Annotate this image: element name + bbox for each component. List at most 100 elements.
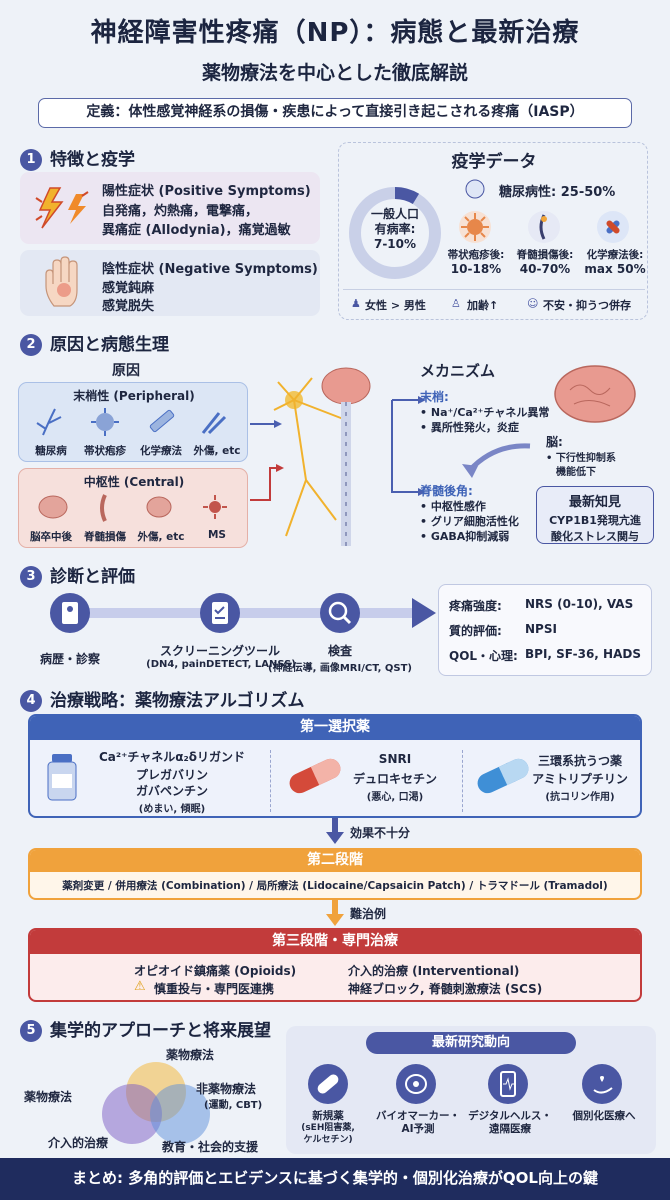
bottle-icon	[47, 754, 77, 801]
mech-peripheral-title: 末梢:	[420, 390, 449, 404]
central-title: 中枢性 (Central)	[83, 475, 185, 489]
nerve-icon	[36, 408, 62, 436]
interventional-title: 介入的治療 (Interventional)	[348, 964, 520, 978]
causes-title: 原因	[112, 363, 140, 379]
diagnosis-step-screening-sub: (DN4, painDETECT, LANSS)	[146, 659, 296, 670]
arrow-label-insufficient: 効果不十分	[350, 826, 411, 840]
injury-icon	[201, 412, 227, 435]
peripheral-icons	[36, 408, 227, 436]
lightning-icon	[35, 187, 89, 229]
second-line-title: 第二段階	[30, 850, 640, 872]
latest-findings-box: 最新知見 CYP1B1発現亢進 酸化ストレス関与	[536, 486, 654, 544]
epidemiology-panel: 疫学データ 一般人口 有病率: 7-10% 糖尿病性: 25-50% 帯状疱疹後…	[338, 142, 648, 320]
diagnosis-step-history: 病歴・診察	[39, 652, 100, 666]
negative-line-1: 感覚鈍麻	[102, 281, 155, 296]
mechanism-title: メカニズム	[420, 362, 496, 380]
research-item: 個別化医療へ	[572, 1110, 636, 1122]
peripheral-item: 外傷, etc	[193, 445, 241, 457]
mech-dorsal-line: • グリア細胞活性化	[420, 515, 519, 528]
negative-symptoms-card: 陰性症状 (Negative Symptoms) 感覚鈍麻 感覚脱失	[20, 250, 320, 316]
prevalence-donut	[349, 187, 441, 279]
interventional-detail: 神経ブロック, 脊髄刺激療法 (SCS)	[348, 982, 543, 996]
venn-label-bottom-left: 介入的治療	[48, 1136, 109, 1150]
research-panel: 最新研究動向 新規薬(sEH阻害薬,ケルセチン) バイオマーカー・AI予測 デジ…	[286, 1026, 656, 1154]
capsule-blue-icon	[477, 758, 529, 794]
research-icons	[308, 1064, 622, 1104]
mech-brain-title: 脳:	[546, 435, 563, 449]
brain-injury-icon	[146, 496, 172, 518]
evaluation-box: 疼痛強度:NRS (0-10), VAS 質的評価:NPSI QOL・心理:BP…	[438, 584, 652, 676]
syringe-icon	[149, 409, 175, 433]
second-line-tier: 第二段階 薬剤変更 / 併用療法 (Combination) / 局所療法 (L…	[28, 848, 642, 900]
arrow-down-blue	[326, 818, 344, 844]
central-item: 脊髄損傷	[84, 531, 126, 543]
spine-icon	[528, 211, 560, 243]
spine-icon	[100, 494, 107, 522]
capsule-red-icon	[289, 758, 341, 794]
person-icon: ♟	[351, 297, 361, 310]
research-title: 最新研究動向	[366, 1032, 576, 1054]
prevalence-label: 一般人口 有病率: 7-10%	[370, 207, 419, 251]
epi-item-2: 脊髄損傷後:40-70%	[516, 249, 574, 276]
venn-label-top: 薬物療法	[166, 1048, 215, 1062]
central-card: 中枢性 (Central) 脳卒中後 脊髄損傷 外傷, etc MS	[18, 468, 248, 548]
epi-footer: ♟ 女性 > 男性 ♙ 加齢↑ ☺ 不安・抑うつ併存	[343, 289, 645, 315]
header: 神経障害性疼痛（NP）：病態と最新治療 薬物療法を中心とした徹底解説	[0, 0, 670, 96]
arrow-down-orange	[326, 900, 344, 926]
research-item: バイオマーカー・AI予測	[376, 1110, 460, 1135]
compass-icon	[465, 179, 485, 199]
brain-icon	[38, 495, 68, 519]
drug-alpha2delta: Ca²⁺チャネルα₂δリガンド	[98, 750, 246, 764]
negative-line-2: 感覚脱失	[102, 299, 155, 314]
central-item: 外傷, etc	[137, 531, 185, 543]
venn-label-left: 薬物療法	[24, 1090, 73, 1104]
venn-label-right: 非薬物療法	[196, 1082, 257, 1096]
diabetes-stat: 糖尿病性: 25-50%	[499, 185, 616, 200]
first-line-title: 第一選択薬	[30, 716, 640, 740]
ai-brain-icon	[396, 1064, 436, 1104]
venn-label-right-sub: (運動, CBT)	[204, 1100, 263, 1111]
hand-heart-icon	[582, 1064, 622, 1104]
chemo-icon	[597, 211, 629, 243]
page-title: 神経障害性疼痛（NP）：病態と最新治療	[90, 18, 580, 48]
venn-label-bottom-right: 教育・社会的支援	[162, 1140, 259, 1154]
virus-icon	[459, 211, 491, 243]
opioids-note: 慎重投与・専門医連携	[154, 982, 275, 996]
epidemiology-title: 疫学データ	[451, 152, 537, 172]
positive-line-2: 異痛症 (Allodynia)，痛覚過敏	[102, 223, 291, 238]
warning-icon: ⚠	[134, 979, 146, 994]
page-subtitle: 薬物療法を中心とした徹底解説	[201, 62, 468, 84]
diagnosis-step-screening: スクリーニングツール	[159, 644, 280, 658]
second-line-text: 薬剤変更 / 併用療法 (Combination) / 局所療法 (Lidoca…	[62, 880, 608, 892]
arrow-label-refractory: 難治例	[350, 907, 387, 921]
capsule-icon	[308, 1064, 348, 1104]
ms-icon	[203, 495, 227, 519]
mech-brain-line: 機能低下	[556, 467, 596, 478]
peripheral-item: 帯状疱疹	[84, 445, 126, 457]
positive-title: 陽性症状 (Positive Symptoms)	[102, 184, 311, 199]
mech-brain-line: • 下行性抑制系	[546, 453, 616, 464]
curved-arrow	[462, 443, 531, 478]
divider	[462, 750, 463, 812]
phone-icon	[488, 1064, 528, 1104]
mech-peripheral-line: • Na⁺/Ca²⁺チャネル異常	[420, 406, 550, 419]
head-icon: ☺	[527, 297, 539, 310]
negative-title: 陰性症状 (Negative Symptoms)	[102, 262, 318, 277]
first-line-tier: 第一選択薬 Ca²⁺チャネルα₂δリガンド プレガバリン ガバペンチン (めまい…	[28, 714, 642, 818]
diagnosis-step-exam-sub: (神経伝導, 画像MRI/CT, QST)	[268, 663, 412, 674]
virus-icon	[91, 408, 119, 436]
brain-icon	[554, 365, 636, 423]
mech-dorsal-title: 脊髄後角:	[420, 484, 473, 498]
third-line-tier: 第三段階・専門治療 オピオイド鎮痛薬 (Opioids) ⚠ 慎重投与・専門医連…	[28, 928, 642, 1002]
research-item: デジタルヘルス・遠隔医療	[468, 1110, 552, 1135]
drug-snri: SNRI	[378, 752, 412, 766]
peripheral-title: 末梢性 (Peripheral)	[73, 389, 195, 403]
summary-footer: まとめ: 多角的評価とエビデンスに基づく集学的・個別化治療がQOL向上の鍵	[0, 1158, 670, 1200]
hand-icon	[45, 256, 78, 307]
opioids-title: オピオイド鎮痛薬 (Opioids)	[134, 964, 297, 978]
